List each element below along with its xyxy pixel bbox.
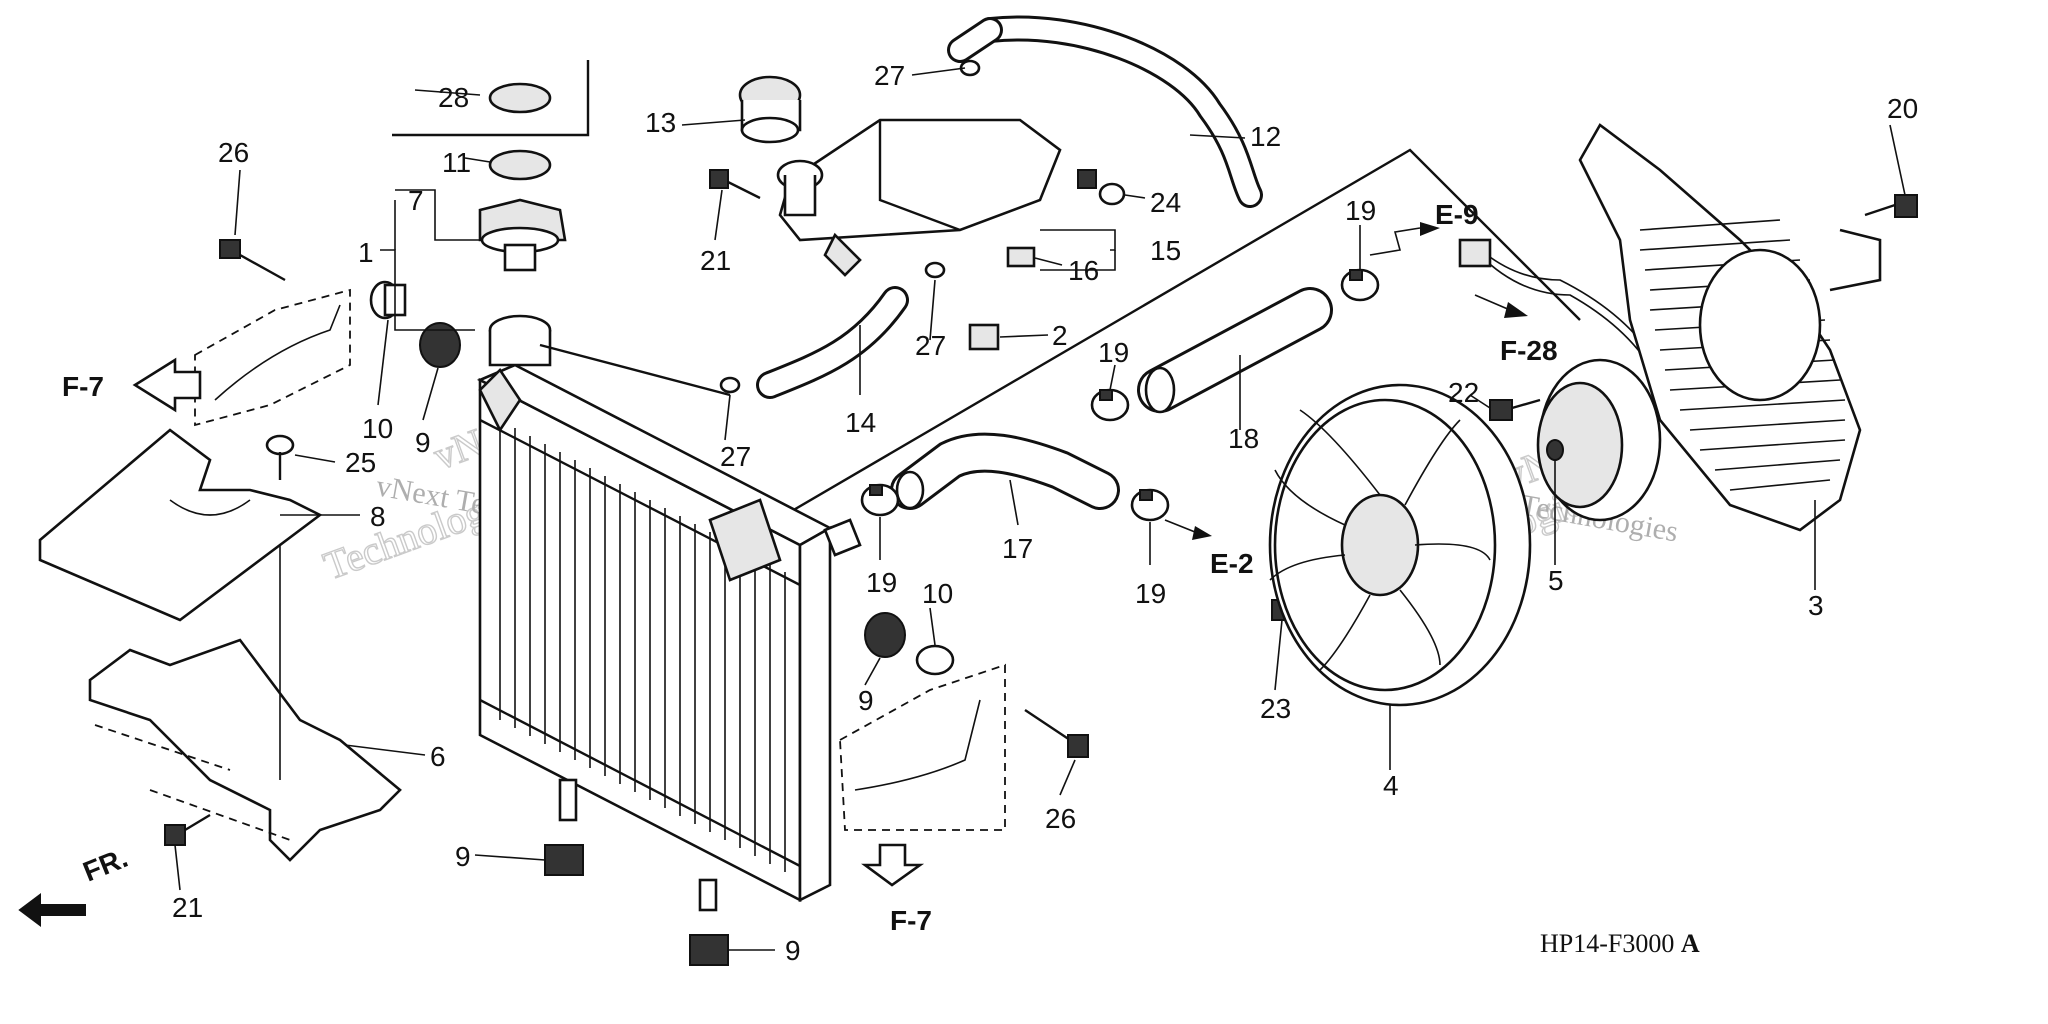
callout-6: 6 [430, 741, 446, 772]
callout-9c: 9 [455, 841, 471, 872]
hose-clamp-19c [860, 483, 900, 517]
callout-10b: 10 [922, 578, 953, 609]
arrow-e2-lead [1164, 519, 1196, 533]
callout-7: 7 [408, 185, 424, 216]
cover-8 [38, 428, 323, 622]
reserve-tank-cap [738, 75, 802, 144]
callout-27a: 27 [874, 60, 905, 91]
overflow-hose [980, 18, 1260, 205]
ref-front: FR. [79, 842, 132, 888]
leader-lines [174, 67, 1906, 951]
bolt-26a [219, 239, 286, 282]
siphon-hose [759, 289, 906, 396]
callout-20: 20 [1887, 93, 1918, 124]
callout-3: 3 [1808, 590, 1824, 621]
grommet-9a [419, 322, 461, 368]
callouts: 28 26 11 7 1 13 27 12 21 24 15 16 27 2 1… [172, 60, 1918, 966]
ref-f7-left: F-7 [62, 371, 104, 402]
upper-hose [1140, 290, 1330, 410]
ref-f7-bottom: F-7 [890, 905, 932, 936]
callout-22: 22 [1448, 377, 1479, 408]
grommet-9b [864, 612, 906, 658]
cap-seal-28 [488, 82, 552, 114]
callout-1: 1 [358, 237, 374, 268]
arrow-f28-lead [1474, 294, 1511, 311]
callout-19d: 19 [1135, 578, 1166, 609]
fan-shroud [1578, 123, 1882, 532]
assembly-boundary-line [784, 148, 1581, 517]
hose-clamp-19a [1340, 268, 1380, 302]
callout-27c: 27 [720, 441, 751, 472]
bolt-20 [1864, 194, 1918, 218]
callout-13: 13 [645, 107, 676, 138]
ref-f28: F-28 [1500, 335, 1558, 366]
callout-23: 23 [1260, 693, 1291, 724]
callout-8: 8 [370, 501, 386, 532]
arrow-f7-bottom [861, 843, 925, 887]
bolt-22 [1489, 398, 1541, 421]
radiator [476, 314, 862, 912]
seal-28-frame [392, 60, 590, 137]
callout-21b: 21 [172, 892, 203, 923]
clip-27b [924, 261, 946, 279]
cooling-fan [1268, 383, 1532, 707]
radiator-core-fins [499, 420, 786, 872]
collar-10b [915, 644, 955, 676]
arrow-e9-lead [1369, 227, 1421, 256]
callout-27b: 27 [915, 330, 946, 361]
callout-17: 17 [1002, 533, 1033, 564]
clip-2 [968, 323, 1000, 351]
callout-10a: 10 [362, 413, 393, 444]
callout-2: 2 [1052, 320, 1068, 351]
lower-hose [893, 435, 1117, 507]
hose-clamp-19d [1130, 488, 1170, 522]
callout-9a: 9 [415, 427, 431, 458]
callout-19c: 19 [866, 567, 897, 598]
callout-4: 4 [1383, 770, 1399, 801]
grommet-9c [544, 844, 584, 876]
callout-9d: 9 [785, 935, 801, 966]
hose-clamp-19b [1090, 388, 1130, 422]
callout-18: 18 [1228, 423, 1259, 454]
bracket-6-guide [94, 724, 291, 841]
bolt-21a [709, 169, 761, 200]
callout-21a: 21 [700, 245, 731, 276]
callout-26b: 26 [1045, 803, 1076, 834]
bolt-26b [1024, 709, 1089, 758]
grommet-9d [689, 934, 729, 966]
callout-14: 14 [845, 407, 876, 438]
collar-10a [369, 280, 407, 320]
callout-15: 15 [1150, 235, 1181, 266]
callout-9b: 9 [858, 685, 874, 716]
arrow-f7-left [132, 357, 202, 413]
bolt-24 [1077, 169, 1126, 206]
callout-19b: 19 [1098, 337, 1129, 368]
ref-e9: E-9 [1435, 199, 1479, 230]
clip-27c [719, 376, 741, 394]
wire-clip-box-left [194, 288, 351, 427]
callout-19a: 19 [1345, 195, 1376, 226]
clip-16 [1006, 246, 1036, 268]
reserve-tank [776, 118, 1062, 277]
fan-motor [1458, 238, 1681, 522]
diagram-code: HP14-F3000 A [1540, 929, 1700, 958]
bracket-6 [88, 638, 402, 862]
callout-28: 28 [438, 82, 469, 113]
wire-clip-box-right [839, 663, 1006, 831]
callout-16: 16 [1068, 255, 1099, 286]
callout-26a: 26 [218, 137, 249, 168]
bolt-21b [164, 813, 211, 846]
screw-25 [265, 434, 295, 480]
callout-11: 11 [442, 147, 471, 178]
callout-12: 12 [1250, 121, 1281, 152]
arrow-front [18, 893, 86, 927]
ref-e2: E-2 [1210, 548, 1254, 579]
callout-24: 24 [1150, 187, 1181, 218]
radiator-cap [478, 198, 567, 272]
callout-25: 25 [345, 447, 376, 478]
cap-seal-11 [488, 149, 552, 181]
callout-5: 5 [1548, 565, 1564, 596]
